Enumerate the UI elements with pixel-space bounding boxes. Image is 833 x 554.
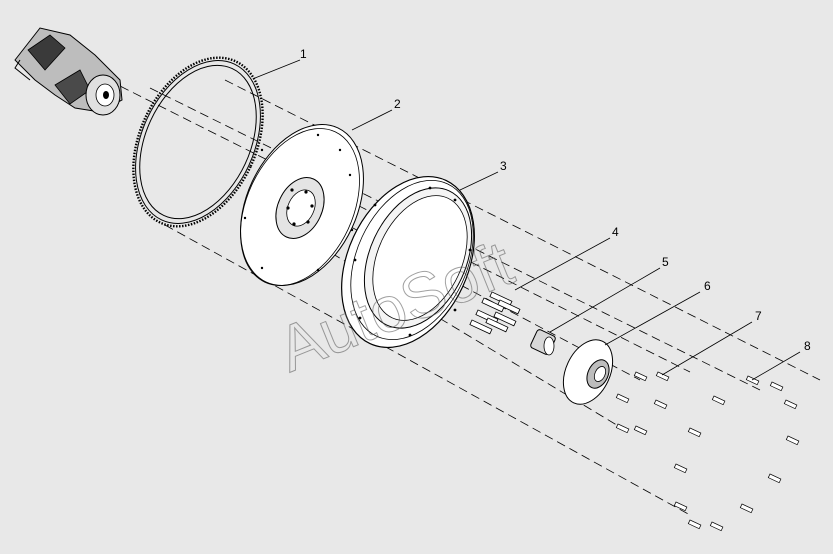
callout-3: 3: [500, 159, 507, 173]
callout-5: 5: [662, 255, 669, 269]
flywheel-housing-icon: [341, 175, 475, 349]
callout-4: 4: [612, 225, 619, 239]
callout-labels: 1 2 3 4 5 6 7 8: [300, 47, 811, 353]
leader-lines: [254, 59, 801, 381]
callout-2: 2: [394, 97, 401, 111]
hub-flange-icon: [562, 339, 614, 405]
loose-bolts-icon: [615, 371, 800, 532]
flywheel-plate-icon: [240, 124, 364, 286]
callout-8: 8: [804, 339, 811, 353]
bolt-set-icon: [469, 291, 521, 335]
crankshaft-icon: [14, 27, 123, 116]
bushing-icon: [530, 329, 556, 356]
callout-1: 1: [300, 47, 307, 61]
ring-gear-icon: [132, 56, 264, 228]
callout-7: 7: [755, 309, 762, 323]
callout-6: 6: [704, 279, 711, 293]
